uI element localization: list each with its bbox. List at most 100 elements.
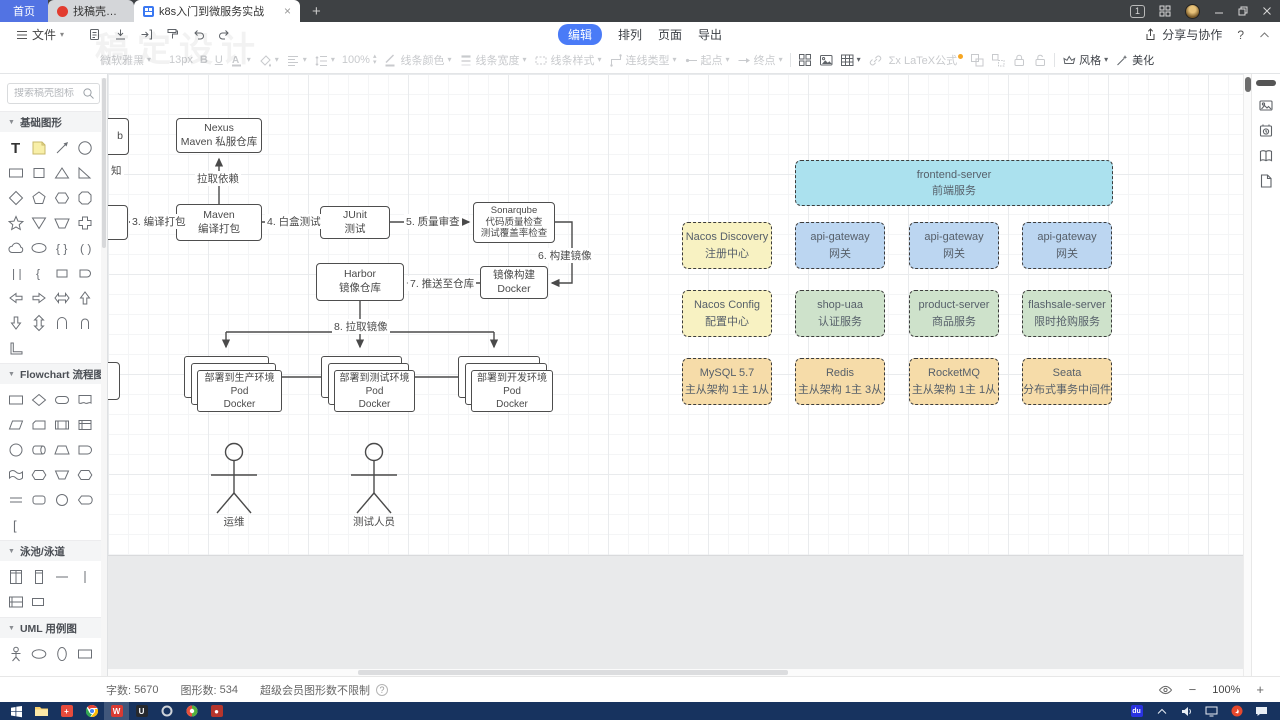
end-point-button[interactable]: 终点▾ bbox=[737, 52, 783, 68]
taskbar-icon-browser-360[interactable] bbox=[179, 702, 204, 720]
import-button[interactable] bbox=[140, 28, 153, 41]
library-panel-icon[interactable] bbox=[1258, 148, 1274, 164]
shape-process[interactable] bbox=[4, 387, 27, 412]
undo-button[interactable] bbox=[192, 28, 205, 41]
minimize-icon[interactable] bbox=[1214, 6, 1224, 16]
tray-icon-chat[interactable] bbox=[1249, 702, 1274, 720]
font-family-select[interactable]: 微软雅黑▾ bbox=[100, 55, 152, 67]
shape-direct-data[interactable] bbox=[27, 437, 50, 462]
shape-arrow-down[interactable] bbox=[4, 310, 27, 335]
shape-pool-h[interactable] bbox=[4, 589, 27, 614]
shape-arrow-left[interactable] bbox=[4, 285, 27, 310]
shape-octagon[interactable] bbox=[73, 185, 96, 210]
shape-subroutine[interactable] bbox=[50, 412, 73, 437]
search-input[interactable] bbox=[14, 88, 84, 99]
shape-pool-h1[interactable] bbox=[27, 589, 50, 614]
shape-triangle[interactable] bbox=[50, 160, 73, 185]
shape-square[interactable] bbox=[27, 160, 50, 185]
shape-card[interactable] bbox=[27, 412, 50, 437]
tray-icon-volume[interactable] bbox=[1174, 702, 1199, 720]
shape-text[interactable]: T bbox=[4, 135, 27, 160]
browser-tab-home[interactable]: 首页 bbox=[0, 0, 48, 22]
tray-icon-sogou[interactable] bbox=[1224, 702, 1249, 720]
redo-button[interactable] bbox=[218, 28, 231, 41]
font-zoom-stepper[interactable]: 100%▴▾ bbox=[341, 53, 377, 66]
shape-circle2[interactable] bbox=[4, 437, 27, 462]
zoom-out-button[interactable]: − bbox=[1188, 682, 1197, 697]
shape-hexagon-flow[interactable] bbox=[73, 462, 96, 487]
shape-usecase[interactable] bbox=[27, 641, 50, 666]
beautify-button[interactable]: 美化 bbox=[1115, 52, 1154, 68]
shape-rounded[interactable] bbox=[27, 487, 50, 512]
shape-arrow-right[interactable] bbox=[27, 285, 50, 310]
style-button[interactable]: 风格▾ bbox=[1062, 52, 1108, 68]
collapse-toolbar-button[interactable] bbox=[1259, 28, 1270, 42]
lock-button[interactable] bbox=[1012, 53, 1026, 67]
shape-decision[interactable] bbox=[27, 387, 50, 412]
close-icon[interactable] bbox=[1262, 6, 1272, 16]
share-button[interactable]: 分享与协作 bbox=[1144, 26, 1222, 43]
taskbar-icon-wps[interactable]: W bbox=[104, 702, 129, 720]
shape-trapezoid-down[interactable] bbox=[50, 462, 73, 487]
shape-line-arrow[interactable] bbox=[50, 135, 73, 160]
shape-star[interactable] bbox=[4, 210, 27, 235]
tray-icon-chevron-up[interactable] bbox=[1149, 702, 1174, 720]
shape-display[interactable] bbox=[73, 487, 96, 512]
node-left-box-3[interactable] bbox=[108, 362, 120, 400]
shape-prep[interactable] bbox=[27, 462, 50, 487]
restore-icon[interactable] bbox=[1238, 6, 1248, 16]
shape-rect[interactable] bbox=[4, 160, 27, 185]
shape-internal-storage[interactable] bbox=[73, 412, 96, 437]
shape-trapezoid[interactable] bbox=[50, 210, 73, 235]
shape-arrow-up[interactable] bbox=[73, 285, 96, 310]
shape-circle[interactable] bbox=[73, 135, 96, 160]
shape-oval-v[interactable] bbox=[50, 641, 73, 666]
taskbar-icon-start[interactable] bbox=[4, 702, 29, 720]
shape-bar-pair[interactable]: | | bbox=[4, 260, 27, 285]
sidebar-scrollbar[interactable] bbox=[101, 78, 107, 696]
section-header-基础图形[interactable]: ▼基础图形 bbox=[0, 111, 107, 132]
shape-bracket-left[interactable]: [ bbox=[4, 512, 27, 537]
shape-double-line[interactable] bbox=[4, 487, 27, 512]
connector-type-button[interactable]: 连线类型▾ bbox=[609, 52, 677, 68]
shape-arrow-both[interactable] bbox=[50, 285, 73, 310]
shape-right-triangle[interactable] bbox=[73, 160, 96, 185]
shape-angle[interactable] bbox=[4, 335, 27, 360]
canvas-vscrollbar[interactable] bbox=[1243, 74, 1251, 676]
shape-parallelogram[interactable] bbox=[4, 412, 27, 437]
shape-hexagon[interactable] bbox=[50, 185, 73, 210]
insert-image-button[interactable] bbox=[819, 53, 833, 67]
tab-count-badge[interactable]: 1 bbox=[1129, 4, 1145, 18]
unlock-button[interactable] bbox=[1033, 53, 1047, 67]
shape-n-arrow[interactable] bbox=[73, 310, 96, 335]
shape-u-arrow[interactable] bbox=[50, 310, 73, 335]
node-gitlab-partial[interactable]: b bbox=[108, 118, 129, 155]
line-style-button[interactable]: 线条样式▾ bbox=[534, 52, 602, 68]
shape-arrow-up-down[interactable] bbox=[27, 310, 50, 335]
node-left-box-2[interactable] bbox=[108, 205, 128, 240]
bold-button[interactable]: B bbox=[199, 54, 208, 66]
menu-导出[interactable]: 导出 bbox=[698, 28, 723, 42]
avatar[interactable] bbox=[1185, 3, 1200, 19]
menu-编辑[interactable]: 编辑 bbox=[557, 24, 602, 45]
font-size-select[interactable]: 13px bbox=[169, 54, 193, 66]
group-button[interactable] bbox=[970, 53, 984, 67]
shape-circle3[interactable] bbox=[50, 487, 73, 512]
shape-wave-rect[interactable] bbox=[4, 462, 27, 487]
zoom-level[interactable]: 100% bbox=[1212, 683, 1241, 696]
apps-grid-icon[interactable] bbox=[1159, 5, 1171, 17]
fill-color-button[interactable]: ▾ bbox=[258, 53, 279, 67]
panel-handle[interactable] bbox=[1256, 80, 1276, 86]
taskbar-icon-explorer[interactable] bbox=[29, 702, 54, 720]
section-header-Flowchart 流程图[interactable]: ▼Flowchart 流程图 bbox=[0, 363, 107, 384]
shape-rect-small[interactable] bbox=[50, 260, 73, 285]
line-width-button[interactable]: 线条宽度▾ bbox=[461, 55, 527, 67]
